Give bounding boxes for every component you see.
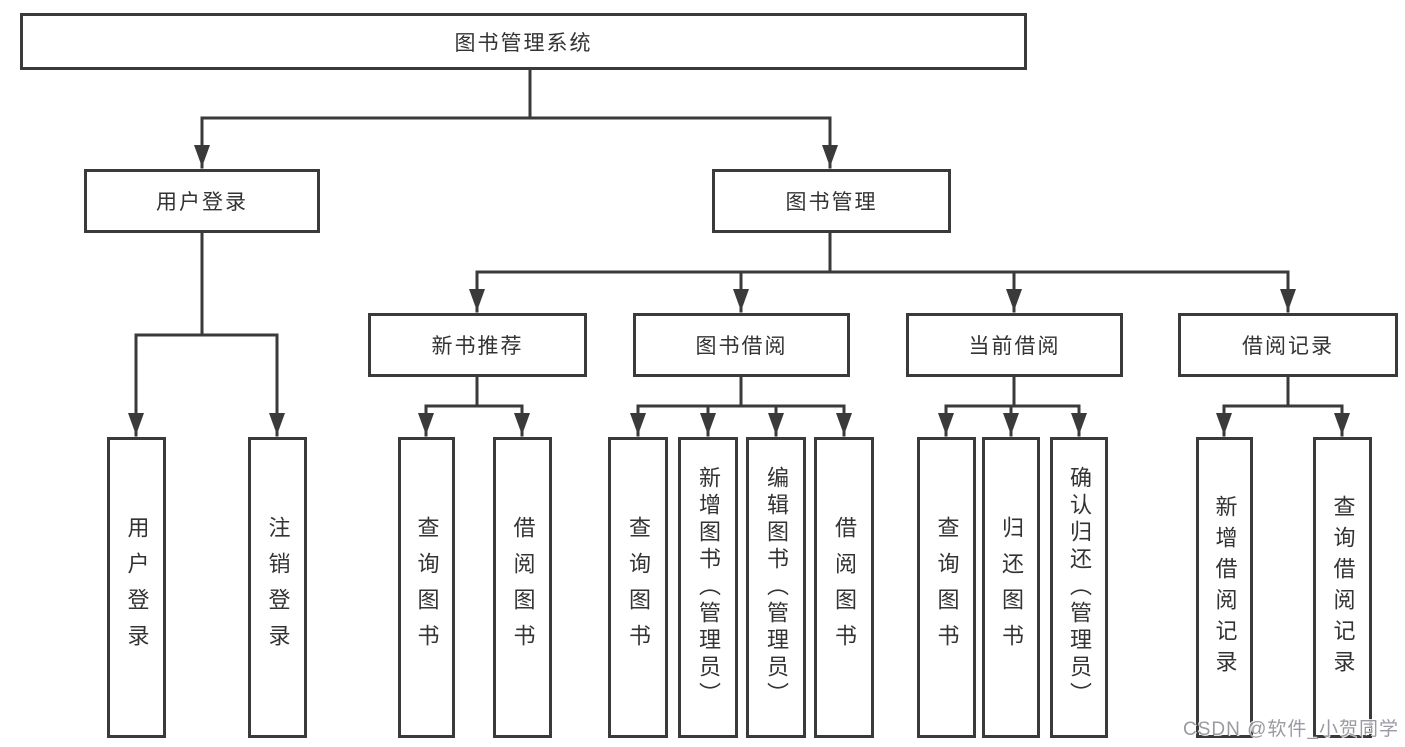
node-label: 用户登录 (124, 515, 150, 660)
node-new-book-recommend: 新书推荐 (368, 313, 587, 377)
connector-new-book-recommend-to-leaves (418, 375, 530, 437)
leaf-edit-book-admin: 编辑图书（管理员） (746, 437, 806, 738)
connector-root-to-level2 (194, 68, 838, 169)
leaf-return-book: 归还图书 (982, 437, 1040, 738)
node-label: 查询图书 (934, 515, 960, 660)
leaf-query-borrow-record: 查询借阅记录 (1313, 437, 1372, 738)
node-label: 新书推荐 (431, 335, 524, 358)
node-label: 查询图书 (414, 515, 440, 660)
node-library-management-system: 图书管理系统 (20, 13, 1027, 70)
leaf-query-books-borrow: 查询图书 (608, 437, 668, 738)
node-book-management: 图书管理 (712, 169, 951, 233)
leaf-add-borrow-record: 新增借阅记录 (1196, 437, 1253, 738)
node-label: 借阅图书 (832, 515, 857, 660)
node-label: 图书管理系统 (454, 31, 593, 55)
node-label: 注销登录 (265, 515, 291, 660)
node-label: 借阅记录 (1242, 335, 1334, 358)
leaf-borrow-books: 借阅图书 (814, 437, 874, 738)
node-label: 确认归还（管理员） (1067, 466, 1092, 709)
node-label: 新增借阅记录 (1212, 494, 1238, 681)
connector-current-borrow-to-leaves (938, 375, 1087, 437)
watermark: CSDN @软件_小贺同学 (1183, 719, 1399, 740)
connector-book-borrow-to-leaves (630, 375, 852, 437)
leaf-query-books-current: 查询图书 (917, 437, 976, 738)
node-label: 用户登录 (156, 191, 248, 214)
node-label: 当前借阅 (968, 335, 1061, 358)
node-label: 借阅图书 (510, 515, 536, 660)
leaf-confirm-return-admin: 确认归还（管理员） (1050, 437, 1108, 738)
connector-user-login-to-leaves (128, 231, 285, 437)
leaf-query-books-recommend: 查询图书 (398, 437, 455, 738)
node-label: 归还图书 (999, 515, 1024, 660)
node-book-borrow: 图书借阅 (633, 313, 850, 377)
leaf-user-login: 用户登录 (107, 437, 166, 738)
node-label: 查询借阅记录 (1330, 494, 1356, 681)
node-current-borrow: 当前借阅 (906, 313, 1123, 377)
leaf-add-book-admin: 新增图书（管理员） (678, 437, 738, 738)
node-label: 图书管理 (785, 191, 878, 214)
node-label: 图书借阅 (695, 335, 788, 358)
connector-book-management-to-level3 (469, 231, 1296, 313)
leaf-logout: 注销登录 (248, 437, 307, 738)
node-label: 新增图书（管理员） (696, 466, 721, 709)
node-label: 编辑图书（管理员） (764, 466, 789, 709)
node-user-login: 用户登录 (84, 169, 320, 233)
connector-borrow-records-to-leaves (1216, 375, 1350, 437)
node-borrow-records: 借阅记录 (1178, 313, 1398, 377)
leaf-borrow-books-recommend: 借阅图书 (493, 437, 552, 738)
node-label: 查询图书 (626, 515, 651, 660)
